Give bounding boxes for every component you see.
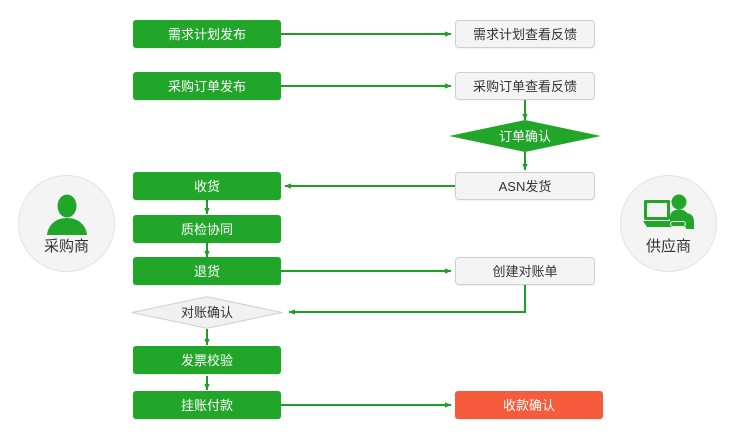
actor-buyer[interactable]: 采购商 [18,175,115,272]
edge-statement-to-confirm [288,285,526,315]
node-statement-confirm[interactable]: 对账确认 [131,296,283,329]
node-asn-ship[interactable]: ASN发货 [455,172,595,200]
node-return-goods[interactable]: 退货 [133,257,281,285]
node-po-review[interactable]: 采购订单查看反馈 [455,72,595,100]
diamond-shape-green [449,120,601,152]
node-invoice-verify[interactable]: 发票校验 [133,346,281,374]
person-icon [46,194,87,235]
actor-supplier[interactable]: 供应商 [620,175,717,272]
node-create-statement[interactable]: 创建对账单 [455,257,595,285]
node-statement-confirm-label: 对账确认 [180,305,233,320]
actor-buyer-label: 采购商 [43,238,89,255]
node-receipt-confirm[interactable]: 收款确认 [455,391,603,419]
node-order-confirm[interactable]: 订单确认 [449,120,601,152]
diamond-shape-grey [131,296,283,329]
actor-supplier-label: 供应商 [645,238,691,255]
node-demand-plan-publish[interactable]: 需求计划发布 [133,20,281,48]
node-demand-plan-review[interactable]: 需求计划查看反馈 [455,20,595,48]
node-order-confirm-label: 订单确认 [498,128,551,144]
person-at-computer-icon [642,194,694,229]
node-po-publish[interactable]: 采购订单发布 [133,72,281,100]
node-payable-payment[interactable]: 挂账付款 [133,391,281,419]
node-quality-collab[interactable]: 质检协同 [133,215,281,243]
node-receive-goods[interactable]: 收货 [133,172,281,200]
